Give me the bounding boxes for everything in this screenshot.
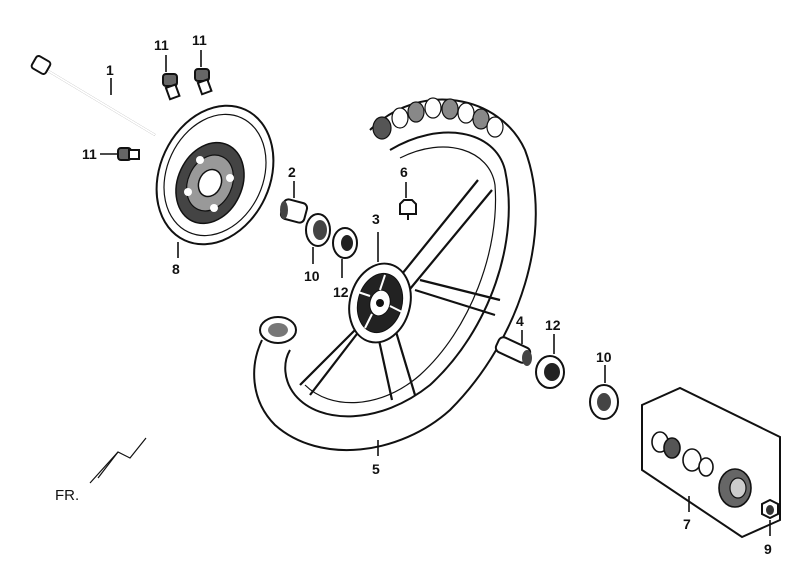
axle-part <box>30 55 156 136</box>
callout-10-a: 10 <box>304 268 320 284</box>
callout-11-c: 11 <box>82 146 97 162</box>
spacer-right-part <box>494 336 532 366</box>
valve-part <box>399 199 417 220</box>
callout-9: 9 <box>764 541 772 557</box>
tire-tread <box>372 97 504 140</box>
callout-12-a: 12 <box>333 284 349 300</box>
front-direction-arrow <box>89 437 147 484</box>
spacer-left-part <box>279 198 309 224</box>
bolt-left-part <box>117 147 140 161</box>
wheel-tire-part <box>253 97 537 451</box>
callout-11-a: 11 <box>154 37 169 53</box>
callout-11-b: 11 <box>192 32 207 48</box>
oil-seal-left-part <box>305 213 331 247</box>
callout-1: 1 <box>106 62 114 78</box>
front-label: FR. <box>55 487 79 504</box>
callout-2: 2 <box>288 164 296 180</box>
callout-10-b: 10 <box>596 349 612 365</box>
bearing-right-part <box>535 355 565 389</box>
callout-5: 5 <box>372 461 380 477</box>
nut-part <box>761 498 779 520</box>
bolt-top-left-part <box>162 73 181 101</box>
hub-part <box>348 262 412 344</box>
callout-7: 7 <box>683 516 691 532</box>
brake-disc-part <box>155 104 275 246</box>
callout-8: 8 <box>172 261 180 277</box>
bearing-left-part <box>332 227 358 259</box>
callout-6: 6 <box>400 164 408 180</box>
callout-12-b: 12 <box>545 317 561 333</box>
speedo-gear-box-part <box>641 386 781 539</box>
bolt-top-right-part <box>194 68 213 96</box>
callout-3: 3 <box>372 211 380 227</box>
callout-4: 4 <box>516 313 524 329</box>
oil-seal-right-part <box>589 384 619 420</box>
